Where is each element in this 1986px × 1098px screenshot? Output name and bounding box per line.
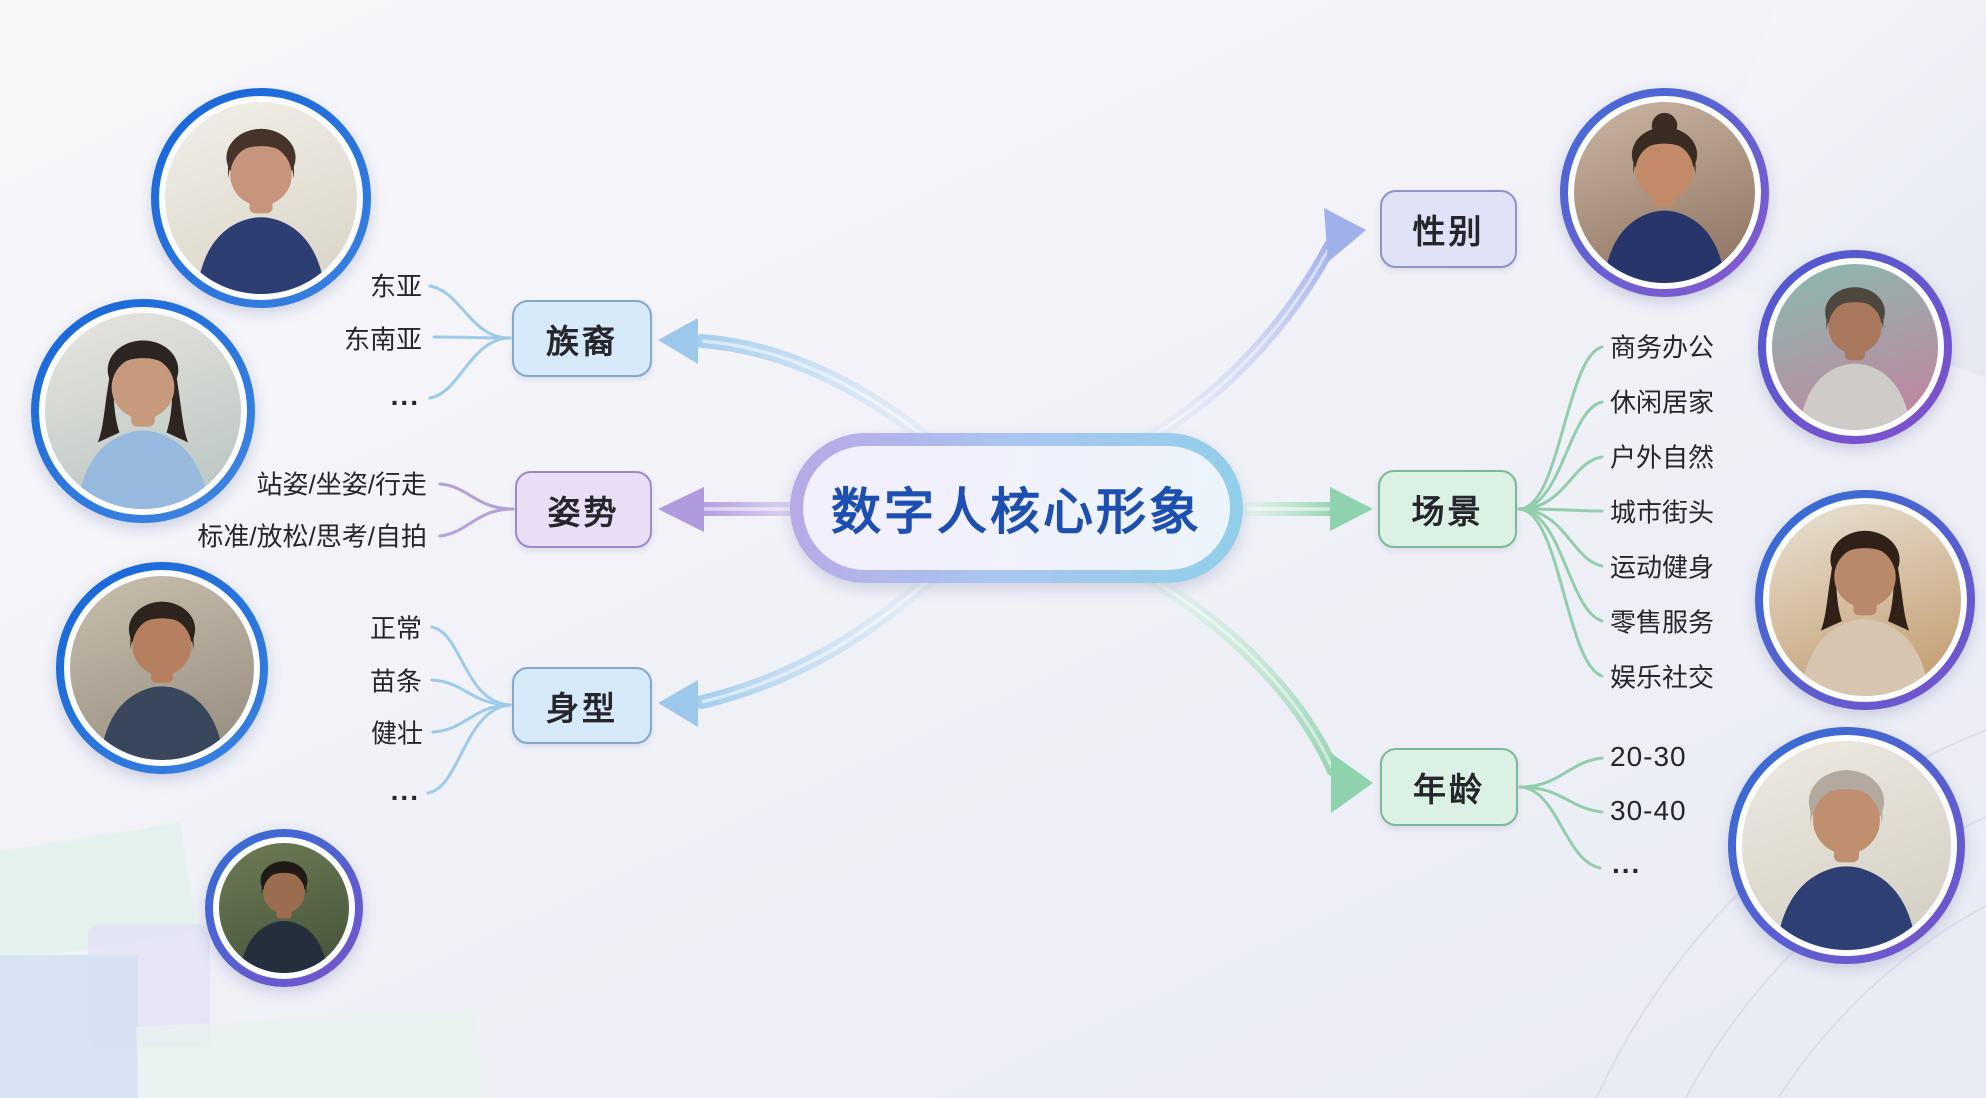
portrait-photo	[39, 307, 247, 515]
node-body-type-label: 身型	[546, 689, 618, 727]
portrait-photo	[1763, 498, 1967, 702]
portrait-photo	[1568, 96, 1761, 289]
node-pose: 姿势	[515, 471, 652, 548]
ethnicity-item-east-asia: 东亚	[369, 271, 422, 302]
age-item-more: ...	[1612, 848, 1642, 879]
portrait-older-woman-cafe	[1755, 490, 1975, 710]
node-scene-label: 场景	[1411, 493, 1484, 530]
portrait-older-man-pajamas	[1728, 727, 1965, 964]
portrait-photo	[1736, 735, 1957, 956]
age-item-20-30: 20-30	[1610, 741, 1687, 772]
center-node: 数字人核心形象	[790, 433, 1243, 583]
person-silhouette	[1800, 530, 1930, 696]
person-silhouette	[77, 340, 209, 509]
portrait-photo	[213, 837, 355, 979]
scene-item-retail-service: 零售服务	[1610, 607, 1715, 638]
portrait-young-woman-forest	[205, 829, 363, 987]
scene-item-casual-home: 休闲居家	[1610, 387, 1715, 418]
body-item-normal: 正常	[369, 613, 422, 644]
arrow-center-to-scene	[1240, 487, 1373, 531]
branch-fan-scene	[1517, 345, 1604, 678]
node-gender: 性别	[1380, 190, 1517, 268]
node-ethnicity-label: 族裔	[546, 322, 618, 360]
arrow-center-to-gender	[1143, 208, 1366, 444]
pose-item-standard-relax-think-selfie: 标准/放松/思考/自拍	[197, 521, 427, 552]
branch-fan-age	[1518, 756, 1604, 870]
node-ethnicity: 族裔	[512, 300, 652, 377]
portrait-young-man-pajamas-kitchen	[151, 88, 371, 308]
portrait-young-man-suit-street	[56, 562, 268, 774]
scene-item-business-office: 商务办公	[1610, 332, 1715, 363]
age-item-30-40: 30-40	[1610, 795, 1687, 826]
node-age: 年龄	[1380, 748, 1518, 826]
portrait-woman-navy-dress	[1560, 88, 1769, 297]
scene-item-outdoor-nature: 户外自然	[1610, 442, 1715, 473]
ethnicity-item-southeast-asia: 东南亚	[343, 324, 422, 355]
portrait-photo	[159, 96, 363, 300]
portrait-photo	[64, 570, 260, 766]
branch-fan-ethnicity	[428, 284, 512, 400]
branch-fan-pose	[438, 482, 515, 538]
body-item-strong: 健壮	[370, 718, 423, 749]
node-scene: 场景	[1378, 470, 1517, 548]
portrait-young-woman-pharmacy	[31, 299, 255, 523]
body-item-more: ...	[390, 775, 420, 806]
arrow-center-to-age	[1140, 570, 1373, 813]
node-gender-label: 性别	[1412, 213, 1485, 250]
arrow-center-to-ethnicity	[658, 318, 944, 454]
branch-fan-body-type	[426, 625, 512, 795]
node-age-label: 年龄	[1413, 771, 1485, 808]
portrait-man-hoodie-graffiti	[1758, 250, 1952, 444]
center-node-label: 数字人核心形象	[803, 446, 1230, 570]
person-silhouette	[1799, 287, 1911, 430]
scene-item-sports-fitness: 运动健身	[1610, 552, 1715, 583]
scene-item-city-street: 城市街头	[1610, 497, 1715, 528]
person-silhouette	[240, 861, 328, 973]
portrait-photo	[1766, 258, 1944, 436]
node-pose-label: 姿势	[547, 493, 620, 531]
body-item-slim: 苗条	[369, 666, 422, 697]
person-silhouette	[100, 601, 224, 760]
pose-item-stand-sit-walk: 站姿/坐姿/行走	[256, 469, 427, 500]
person-silhouette	[196, 128, 326, 294]
person-silhouette	[1603, 112, 1726, 283]
arrow-center-to-body-type	[658, 566, 944, 727]
ethnicity-item-more: ...	[390, 380, 420, 411]
node-body-type: 身型	[512, 667, 652, 744]
scene-item-entertainment-social: 娱乐社交	[1610, 662, 1715, 693]
person-silhouette	[1776, 770, 1917, 950]
